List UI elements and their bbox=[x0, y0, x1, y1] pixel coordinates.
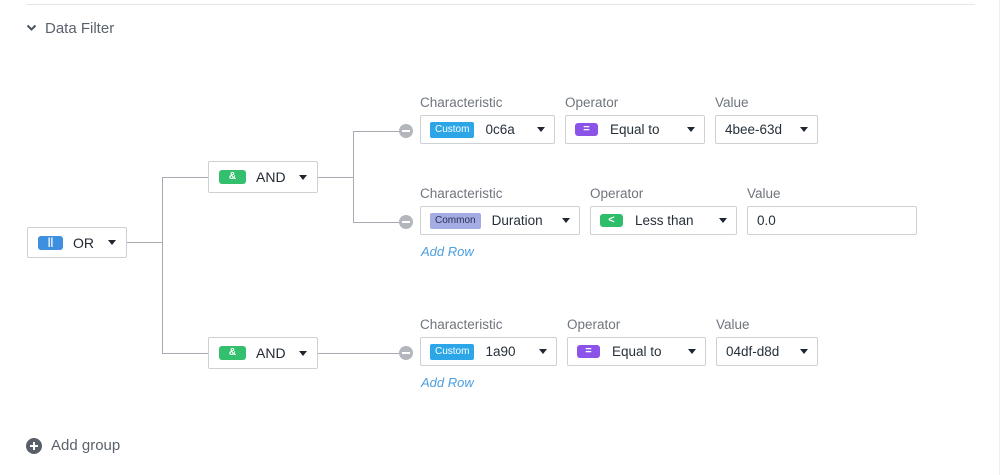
characteristic-select[interactable]: Custom 0c6a bbox=[420, 115, 555, 144]
caret-down-icon bbox=[299, 350, 307, 356]
value-label: Value bbox=[715, 95, 749, 110]
operator-label: OR bbox=[73, 234, 94, 251]
characteristic-label: Characteristic bbox=[420, 317, 503, 332]
characteristic-label: Characteristic bbox=[420, 186, 503, 201]
operator-value: Less than bbox=[635, 213, 694, 228]
value-select[interactable]: 04df-d8d bbox=[716, 337, 818, 366]
add-row-link[interactable]: Add Row bbox=[421, 244, 474, 259]
group-1-and-operator[interactable]: & AND bbox=[208, 161, 318, 193]
connector bbox=[353, 222, 399, 223]
chevron-down-icon bbox=[26, 19, 37, 37]
characteristic-select[interactable]: Custom 1a90 bbox=[420, 337, 557, 366]
caret-down-icon bbox=[688, 349, 696, 354]
operator-label: AND bbox=[256, 169, 286, 185]
value-select[interactable]: 4bee-63d bbox=[715, 115, 818, 144]
operator-label: Operator bbox=[590, 186, 644, 201]
root-or-operator[interactable]: || OR bbox=[27, 227, 127, 258]
caret-down-icon bbox=[719, 218, 727, 223]
connector bbox=[162, 353, 208, 354]
custom-tag: Custom bbox=[430, 343, 475, 360]
connector bbox=[127, 242, 162, 243]
plus-circle-icon bbox=[26, 437, 42, 454]
caret-down-icon bbox=[537, 127, 545, 132]
value-input[interactable] bbox=[747, 206, 917, 235]
value-label: Value bbox=[747, 186, 781, 201]
value-value: 04df-d8d bbox=[726, 344, 780, 359]
remove-row-icon[interactable] bbox=[399, 215, 413, 229]
caret-down-icon bbox=[108, 240, 116, 245]
group-2-and-operator[interactable]: & AND bbox=[208, 337, 318, 369]
connector bbox=[162, 177, 208, 178]
characteristic-value: 0c6a bbox=[485, 122, 515, 137]
connector bbox=[353, 131, 354, 222]
equal-badge: = bbox=[577, 345, 600, 358]
less-than-badge: < bbox=[600, 214, 623, 227]
caret-down-icon bbox=[800, 127, 808, 132]
right-border bbox=[999, 0, 1000, 475]
add-group-button[interactable]: Add group bbox=[26, 437, 120, 454]
connector bbox=[318, 177, 353, 178]
or-badge: || bbox=[38, 235, 63, 250]
operator-label: Operator bbox=[565, 95, 619, 110]
caret-down-icon bbox=[539, 349, 547, 354]
operator-select[interactable]: < Less than bbox=[590, 206, 737, 235]
caret-down-icon bbox=[800, 349, 808, 354]
and-badge: & bbox=[219, 346, 246, 360]
caret-down-icon bbox=[562, 218, 570, 223]
operator-select[interactable]: = Equal to bbox=[565, 115, 705, 144]
value-value: 4bee-63d bbox=[725, 122, 783, 137]
value-label: Value bbox=[716, 317, 750, 332]
add-group-label: Add group bbox=[51, 437, 121, 454]
equal-badge: = bbox=[575, 123, 598, 136]
characteristic-label: Characteristic bbox=[420, 95, 503, 110]
connector bbox=[162, 177, 163, 353]
connector bbox=[353, 131, 399, 132]
remove-row-icon[interactable] bbox=[399, 346, 413, 360]
operator-select[interactable]: = Equal to bbox=[567, 337, 706, 366]
characteristic-value: Duration bbox=[491, 213, 543, 228]
connector bbox=[318, 353, 399, 354]
caret-down-icon bbox=[687, 127, 695, 132]
operator-label: Operator bbox=[567, 317, 621, 332]
characteristic-select[interactable]: Common Duration bbox=[420, 206, 580, 235]
section-title: Data Filter bbox=[45, 19, 115, 37]
operator-value: Equal to bbox=[610, 122, 660, 137]
operator-value: Equal to bbox=[612, 344, 662, 359]
common-tag: Common bbox=[430, 212, 481, 229]
custom-tag: Custom bbox=[430, 121, 475, 138]
data-filter-toggle[interactable]: Data Filter bbox=[26, 18, 114, 38]
caret-down-icon bbox=[299, 174, 307, 180]
add-row-link[interactable]: Add Row bbox=[421, 375, 474, 390]
operator-label: AND bbox=[256, 345, 286, 361]
remove-row-icon[interactable] bbox=[399, 124, 413, 138]
and-badge: & bbox=[219, 170, 246, 184]
characteristic-value: 1a90 bbox=[485, 344, 516, 359]
top-divider bbox=[26, 4, 975, 5]
